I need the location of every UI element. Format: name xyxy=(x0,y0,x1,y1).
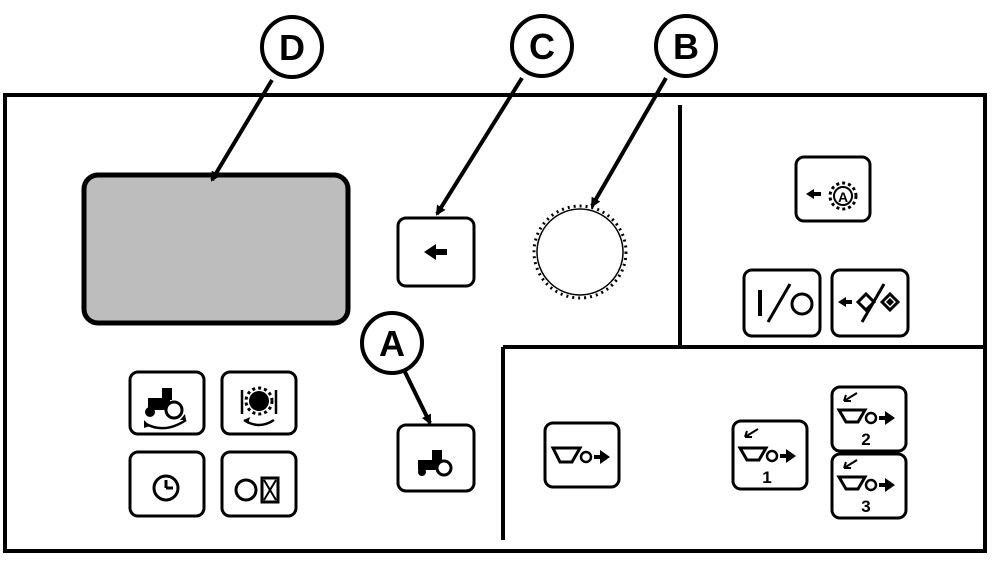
callout-d-label: D xyxy=(279,27,305,68)
preset-number-3: 3 xyxy=(861,497,870,516)
display-screen xyxy=(81,172,351,326)
resume-button[interactable] xyxy=(830,268,910,338)
implement-preset-icon xyxy=(737,428,796,463)
tractor-icon xyxy=(418,450,453,477)
left-arrow-icon xyxy=(424,244,447,260)
implement-preset-icon xyxy=(836,459,895,492)
callout-b-label: B xyxy=(673,26,699,67)
rotary-knob[interactable] xyxy=(532,204,628,300)
resume-diamond-icon xyxy=(838,283,901,323)
leader-arrow-a xyxy=(402,369,432,425)
on-off-button[interactable] xyxy=(742,268,822,338)
timer-button[interactable] xyxy=(220,450,298,518)
panel-border xyxy=(3,93,987,553)
leader-arrow-b xyxy=(590,76,668,208)
implement-preset-1-button[interactable]: 1 xyxy=(731,419,809,491)
callout-c: C xyxy=(510,14,574,78)
clock-button[interactable] xyxy=(128,450,206,518)
tractor-gear-button[interactable] xyxy=(128,370,206,436)
leader-arrow-d xyxy=(210,78,274,182)
back-button[interactable] xyxy=(396,216,476,288)
clock-icon xyxy=(152,474,180,502)
callout-a: A xyxy=(360,311,424,375)
implement-preset-2-button[interactable]: 2 xyxy=(830,385,908,453)
on-off-icon xyxy=(758,283,814,323)
leader-arrow-c xyxy=(435,76,524,216)
callout-c-label: C xyxy=(529,26,555,67)
auto-gear-icon: A xyxy=(806,181,858,211)
hourglass-icon xyxy=(234,476,280,504)
preset-number-2: 2 xyxy=(861,430,870,449)
gear-cycle-icon xyxy=(240,386,278,427)
implement-button[interactable] xyxy=(543,421,621,489)
tractor-button[interactable] xyxy=(396,423,476,493)
callout-a-label: A xyxy=(379,323,405,364)
callout-d: D xyxy=(260,15,324,79)
svg-text:A: A xyxy=(838,189,848,205)
tractor-gear-icon xyxy=(144,388,187,430)
preset-number-1: 1 xyxy=(762,468,771,487)
implement-preset-icon xyxy=(836,392,895,425)
auto-button[interactable]: A xyxy=(794,155,872,223)
implement-preset-3-button[interactable]: 3 xyxy=(830,452,908,520)
callout-b: B xyxy=(654,14,718,78)
gear-cycle-button[interactable] xyxy=(220,370,298,436)
implement-arrow-icon xyxy=(550,446,610,464)
